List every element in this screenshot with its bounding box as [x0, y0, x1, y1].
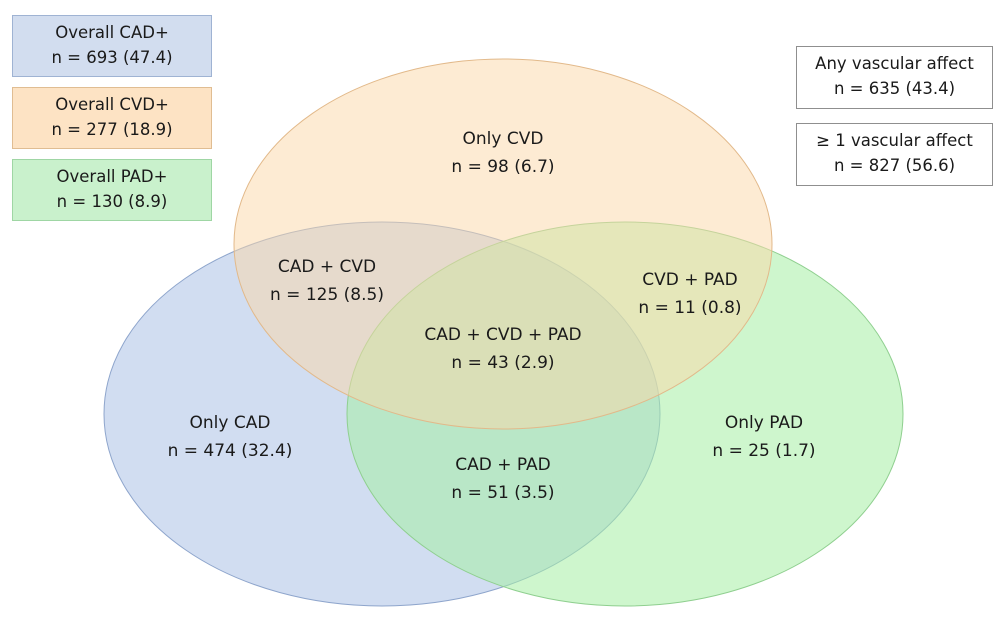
cad-cvd-label: CAD + CVD — [278, 257, 376, 277]
any-vascular-value: n = 635 (43.4) — [833, 79, 956, 98]
legend-overall-pad: Overall PAD+ n = 130 (8.9) — [12, 159, 212, 221]
legend-cad-value: n = 693 (47.4) — [51, 48, 173, 67]
cvd-circle — [233, 58, 773, 430]
ge1-vascular-label: ≥ 1 vascular affect — [816, 131, 973, 150]
legend-cvd-label: Overall CVD+ — [55, 95, 169, 114]
legend-cad-label: Overall CAD+ — [55, 23, 169, 42]
any-vascular-label: Any vascular affect — [815, 54, 974, 73]
cvd-pad-value: n = 11 (0.8) — [638, 298, 741, 318]
cad-pad-label: CAD + PAD — [455, 455, 551, 475]
only-cad-label: Only CAD — [190, 413, 271, 433]
only-pad-value: n = 25 (1.7) — [712, 441, 815, 461]
any-vascular-affect-box: Any vascular affect n = 635 (43.4) — [796, 46, 993, 109]
cad-cvd-value: n = 125 (8.5) — [270, 285, 384, 305]
cvd-pad-label: CVD + PAD — [642, 270, 738, 290]
only-cvd-value: n = 98 (6.7) — [451, 157, 554, 177]
legend-pad-label: Overall PAD+ — [56, 167, 168, 186]
legend-cvd-value: n = 277 (18.9) — [51, 120, 173, 139]
all-three-value: n = 43 (2.9) — [451, 353, 554, 373]
cad-pad-value: n = 51 (3.5) — [451, 483, 554, 503]
ge1-vascular-affect-box: ≥ 1 vascular affect n = 827 (56.6) — [796, 123, 993, 186]
only-cvd-label: Only CVD — [463, 129, 544, 149]
all-three-label: CAD + CVD + PAD — [424, 325, 581, 345]
only-cad-value: n = 474 (32.4) — [168, 441, 293, 461]
legend-overall-cvd: Overall CVD+ n = 277 (18.9) — [12, 87, 212, 149]
legend-overall-cad: Overall CAD+ n = 693 (47.4) — [12, 15, 212, 77]
ge1-vascular-value: n = 827 (56.6) — [833, 156, 956, 175]
only-pad-label: Only PAD — [725, 413, 803, 433]
legend-pad-value: n = 130 (8.9) — [56, 192, 168, 211]
